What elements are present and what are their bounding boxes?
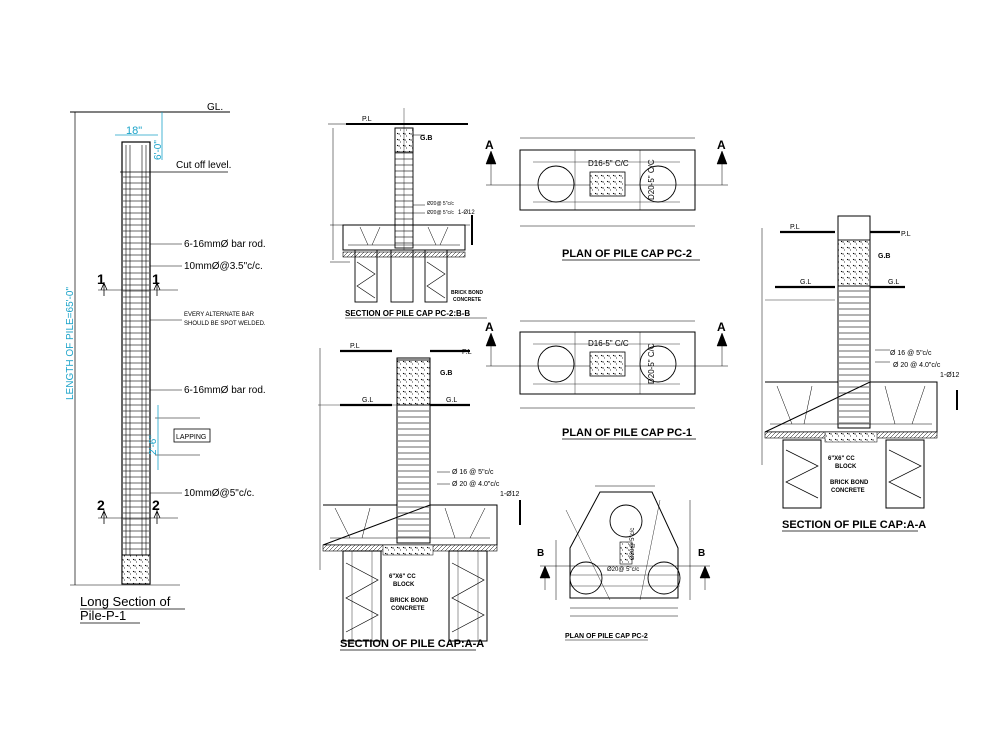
aa2-gb: G.B xyxy=(878,253,890,260)
aa-title: SECTION OF PILE CAP:A-A xyxy=(340,638,484,650)
plan3-title: PLAN OF PILE CAP PC-2 xyxy=(565,633,648,640)
aa-brick-1: BRICK BOND xyxy=(390,598,429,604)
plan2-label-2: D20-5" C/C xyxy=(647,159,656,200)
pile-bar-label-1: 6-16mmØ bar rod. xyxy=(184,239,266,250)
aa-rebar-1: Ø 16 @ 5"c/c xyxy=(452,469,494,476)
section-1-left: 1 xyxy=(97,271,105,287)
pile-length-dim: LENGTH OF PILE=65'-0" xyxy=(65,287,76,400)
aa-gb: G.B xyxy=(440,370,452,377)
aa2-rebar-2: Ø 20 @ 4.0"c/c xyxy=(893,362,941,369)
aa2-block-2: BLOCK xyxy=(835,464,857,470)
pile-lap-dim: 2'-6" xyxy=(148,435,159,455)
section-aa-drawing xyxy=(318,348,521,642)
aa2-block-1: 6"X6" CC xyxy=(828,456,855,462)
aa-pl-right: P.L xyxy=(462,349,472,356)
aa2-rebar-1: Ø 16 @ 5"c/c xyxy=(890,350,932,357)
plan2-title: PLAN OF PILE CAP PC-2 xyxy=(562,248,692,260)
bb-pl: P.L xyxy=(362,116,372,123)
plan3-b-left: B xyxy=(537,548,544,559)
pile-tie-label-2: 10mmØ@5"c/c. xyxy=(184,488,254,499)
bb-rebar-2: Ø20@ 5"c/c xyxy=(427,210,454,216)
pile-weld-note-1: EVERY ALTERNATE BAR xyxy=(184,312,255,318)
aa2-gl-left: G.L xyxy=(800,279,811,286)
aa-rebar-3: 1-Ø12 xyxy=(500,491,520,498)
plan2-label-1: D16-5" C/C xyxy=(588,159,629,168)
plan3-b-right: B xyxy=(698,548,705,559)
plan3-label-2: Ø20@ 5"c/c xyxy=(607,567,639,573)
aa-brick-2: CONCRETE xyxy=(391,606,425,612)
plan1-label-1: D16-5" C/C xyxy=(588,339,629,348)
section-2-right: 2 xyxy=(152,497,160,513)
section-aa2-drawing xyxy=(761,215,958,509)
aa2-pl-left: P.L xyxy=(790,224,800,231)
pile-weld-note-2: SHOULD BE SPOT WELDED. xyxy=(184,321,266,327)
aa2-rebar-3: 1-Ø12 xyxy=(940,372,960,379)
aa-block-1: 6"X6" CC xyxy=(389,574,416,580)
aa2-brick-1: BRICK BOND xyxy=(830,480,869,486)
bb-brick-1: BRICK BOND xyxy=(451,290,483,296)
plan3-label-1: Ø20@ 5"c/c xyxy=(630,528,636,560)
bb-rebar-3: 1-Ø12 xyxy=(458,210,475,216)
aa-pl-left: P.L xyxy=(350,343,360,350)
aa2-gl-right: G.L xyxy=(888,279,899,286)
pile-gl-label: GL. xyxy=(207,102,223,113)
section-bb-drawing xyxy=(328,108,473,303)
plan-pc2-drawing xyxy=(485,137,728,227)
plan1-a-left: A xyxy=(485,320,494,334)
pile-lapping-label: LAPPING xyxy=(176,434,206,441)
bb-title: SECTION OF PILE CAP PC-2:B-B xyxy=(345,309,470,318)
pile-title-2: Pile-P-1 xyxy=(80,608,126,623)
bb-rebar-1: Ø20@ 5"c/c xyxy=(427,201,454,207)
pile-title-1: Long Section of xyxy=(80,594,171,609)
plan1-a-right: A xyxy=(717,320,726,334)
pile-tie-label-1: 10mmØ@3.5"c/c. xyxy=(184,261,263,272)
aa-gl-right: G.L xyxy=(446,397,457,404)
pile-cutoff-label: Cut off level. xyxy=(176,160,231,171)
pile-bar-label-2: 6-16mmØ bar rod. xyxy=(184,385,266,396)
plan2-a-left: A xyxy=(485,138,494,152)
aa2-title: SECTION OF PILE CAP:A-A xyxy=(782,519,926,531)
pile-top-dim: 6'-0" xyxy=(153,140,164,160)
aa2-pl-right: P.L xyxy=(901,231,911,238)
bb-brick-2: CONCRETE xyxy=(453,297,482,303)
aa-gl-left: G.L xyxy=(362,397,373,404)
bb-gb: G.B xyxy=(420,135,432,142)
plan-pc1-drawing xyxy=(485,320,728,409)
section-2-left: 2 xyxy=(97,497,105,513)
plan-pc2-tri-drawing xyxy=(539,485,711,617)
section-1-right: 1 xyxy=(152,271,160,287)
pile-width-dim: 18" xyxy=(126,125,142,137)
pile-long-section xyxy=(70,111,230,586)
plan1-label-2: D20-5" C/C xyxy=(647,343,656,384)
plan2-a-right: A xyxy=(717,138,726,152)
aa-rebar-2: Ø 20 @ 4.0"c/c xyxy=(452,481,500,488)
aa2-brick-2: CONCRETE xyxy=(831,488,865,494)
aa-block-2: BLOCK xyxy=(393,582,415,588)
plan1-title: PLAN OF PILE CAP PC-1 xyxy=(562,427,692,439)
